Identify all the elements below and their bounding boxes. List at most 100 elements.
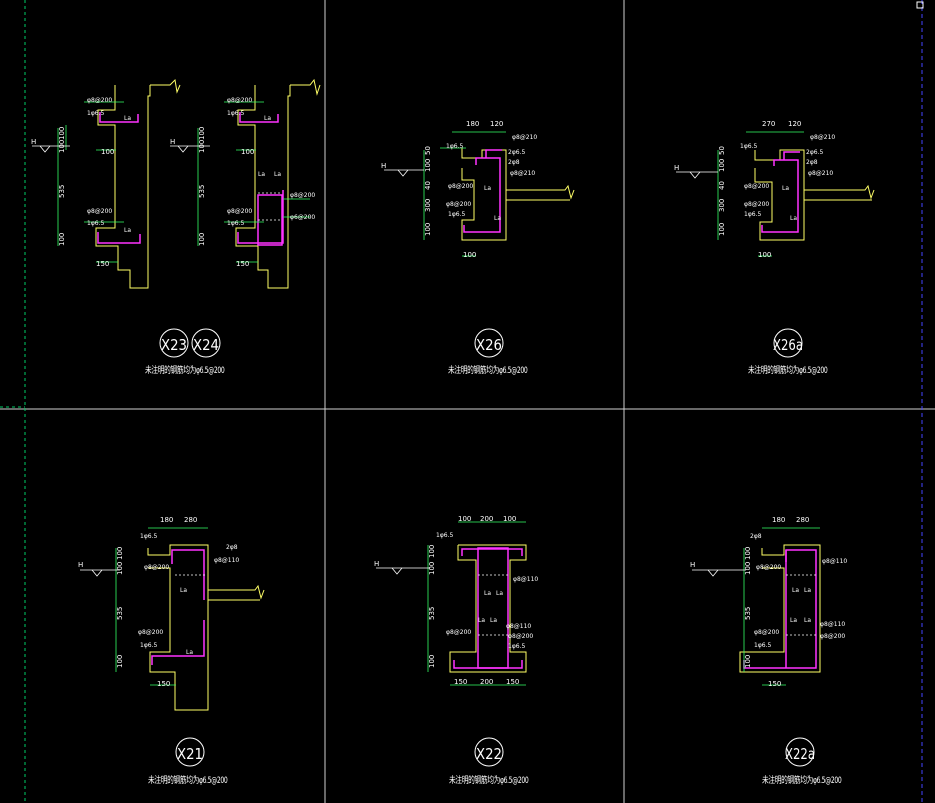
svg-text:X21: X21 [177, 745, 203, 763]
svg-text:φ8@200: φ8@200 [87, 97, 112, 104]
svg-text:180: 180 [160, 516, 173, 524]
detail-x21[interactable]: H 180 280 150 100 100 535 100 1φ6.5 2φ8 … [78, 516, 265, 711]
svg-text:100: 100 [198, 233, 206, 246]
svg-text:φ8@200: φ8@200 [744, 201, 769, 208]
svg-text:X24: X24 [193, 336, 219, 354]
svg-text:La: La [782, 185, 789, 192]
svg-text:φ8@200: φ8@200 [87, 208, 112, 215]
svg-text:1φ6.5: 1φ6.5 [446, 143, 464, 150]
svg-text:φ8@200: φ8@200 [820, 633, 845, 640]
svg-text:La: La [478, 617, 485, 624]
svg-text:La: La [484, 590, 491, 597]
svg-text:φ8@210: φ8@210 [808, 170, 833, 177]
svg-text:La: La [186, 649, 193, 656]
svg-text:1φ6.5: 1φ6.5 [448, 211, 466, 218]
svg-text:φ8@200: φ8@200 [290, 192, 315, 199]
detail-x22a[interactable]: H 180 280 150 100 100 535 100 2φ8 φ8@110… [690, 516, 847, 688]
svg-text:X22a: X22a [785, 745, 815, 763]
svg-text:φ8@200: φ8@200 [744, 183, 769, 190]
left-guide-line [0, 0, 26, 803]
detail-x26[interactable]: H 180 120 100 50 100 40 300 100 φ8@210 2… [381, 120, 575, 259]
svg-text:φ8@200: φ8@200 [756, 564, 781, 571]
svg-text:φ8@200: φ8@200 [754, 629, 779, 636]
detail-x26a[interactable]: H 270 120 100 50 100 40 300 100 φ8@210 2… [674, 120, 875, 259]
svg-text:2φ8: 2φ8 [226, 544, 238, 551]
detail-x24[interactable]: H 100 100 535 100 100 150 φ8@200 1φ6.5 φ… [170, 78, 321, 289]
svg-text:φ8@200: φ8@200 [138, 629, 163, 636]
svg-text:φ8@110: φ8@110 [214, 557, 239, 564]
svg-text:φ8@210: φ8@210 [510, 170, 535, 177]
svg-text:H: H [170, 138, 175, 146]
tag-x26a: X26a [773, 328, 803, 358]
svg-text:La: La [804, 587, 811, 594]
svg-text:φ8@200: φ8@200 [446, 201, 471, 208]
svg-text:1φ6.5: 1φ6.5 [140, 642, 158, 649]
svg-text:535: 535 [116, 607, 124, 620]
svg-text:150: 150 [96, 260, 109, 268]
svg-text:100: 100 [428, 655, 436, 668]
tag-x26: X26 [474, 328, 504, 358]
svg-text:1φ6.5: 1φ6.5 [87, 220, 105, 227]
svg-text:H: H [31, 138, 36, 146]
note-x26: 未注明的钢筋均为φ6.5@200 [448, 366, 528, 376]
corner-marker [916, 1, 924, 9]
note-x22a: 未注明的钢筋均为φ6.5@200 [762, 776, 842, 786]
detail-x23[interactable]: H 100 100 535 100 100 150 φ8@200 1φ6.5 φ… [31, 78, 181, 289]
svg-text:La: La [804, 617, 811, 624]
svg-text:100: 100 [58, 127, 66, 140]
svg-text:2φ6.5: 2φ6.5 [508, 149, 526, 156]
svg-text:La: La [484, 185, 491, 192]
svg-text:150: 150 [768, 680, 781, 688]
svg-text:1φ6.5: 1φ6.5 [140, 533, 158, 540]
svg-text:φ8@200: φ8@200 [227, 97, 252, 104]
svg-text:100: 100 [744, 562, 752, 575]
svg-text:La: La [258, 171, 265, 178]
svg-text:100: 100 [101, 148, 114, 156]
svg-text:La: La [494, 215, 501, 222]
svg-text:100: 100 [458, 515, 471, 523]
svg-text:1φ6.5: 1φ6.5 [508, 643, 526, 650]
svg-text:X26: X26 [476, 336, 502, 354]
svg-text:2φ8: 2φ8 [508, 159, 520, 166]
svg-text:270: 270 [762, 120, 775, 128]
tag-x22a: X22a [785, 737, 815, 767]
svg-text:100: 100 [744, 655, 752, 668]
svg-text:120: 120 [788, 120, 801, 128]
svg-text:1φ6.5: 1φ6.5 [740, 143, 758, 150]
svg-text:100: 100 [744, 547, 752, 560]
svg-text:X26a: X26a [773, 336, 803, 354]
svg-text:100: 100 [198, 140, 206, 153]
svg-text:300: 300 [718, 199, 726, 212]
svg-text:100: 100 [116, 562, 124, 575]
svg-text:H: H [78, 561, 83, 569]
svg-text:150: 150 [506, 678, 519, 686]
svg-text:100: 100 [428, 545, 436, 558]
svg-text:280: 280 [796, 516, 809, 524]
svg-text:La: La [790, 617, 797, 624]
svg-text:φ8@210: φ8@210 [512, 134, 537, 141]
svg-text:2φ8: 2φ8 [806, 159, 818, 166]
svg-text:100: 100 [116, 547, 124, 560]
svg-text:La: La [790, 215, 797, 222]
detail-x22[interactable]: H 100 200 100 150 200 150 100 100 535 10… [374, 515, 538, 686]
svg-text:φ8@200: φ8@200 [508, 633, 533, 640]
svg-text:H: H [381, 162, 386, 170]
svg-text:φ8@110: φ8@110 [513, 576, 538, 583]
svg-text:50: 50 [718, 146, 726, 155]
svg-text:La: La [490, 617, 497, 624]
svg-text:La: La [264, 115, 271, 122]
svg-text:100: 100 [428, 562, 436, 575]
svg-text:φ8@200: φ8@200 [144, 564, 169, 571]
svg-text:X23: X23 [161, 336, 187, 354]
svg-text:φ8@110: φ8@110 [506, 623, 531, 630]
svg-text:40: 40 [424, 181, 432, 190]
svg-text:La: La [274, 171, 281, 178]
svg-text:φ8@110: φ8@110 [820, 621, 845, 628]
svg-text:100: 100 [758, 251, 771, 259]
svg-text:100: 100 [58, 140, 66, 153]
svg-text:1φ6.5: 1φ6.5 [87, 110, 105, 117]
svg-text:100: 100 [58, 233, 66, 246]
svg-text:100: 100 [424, 223, 432, 236]
